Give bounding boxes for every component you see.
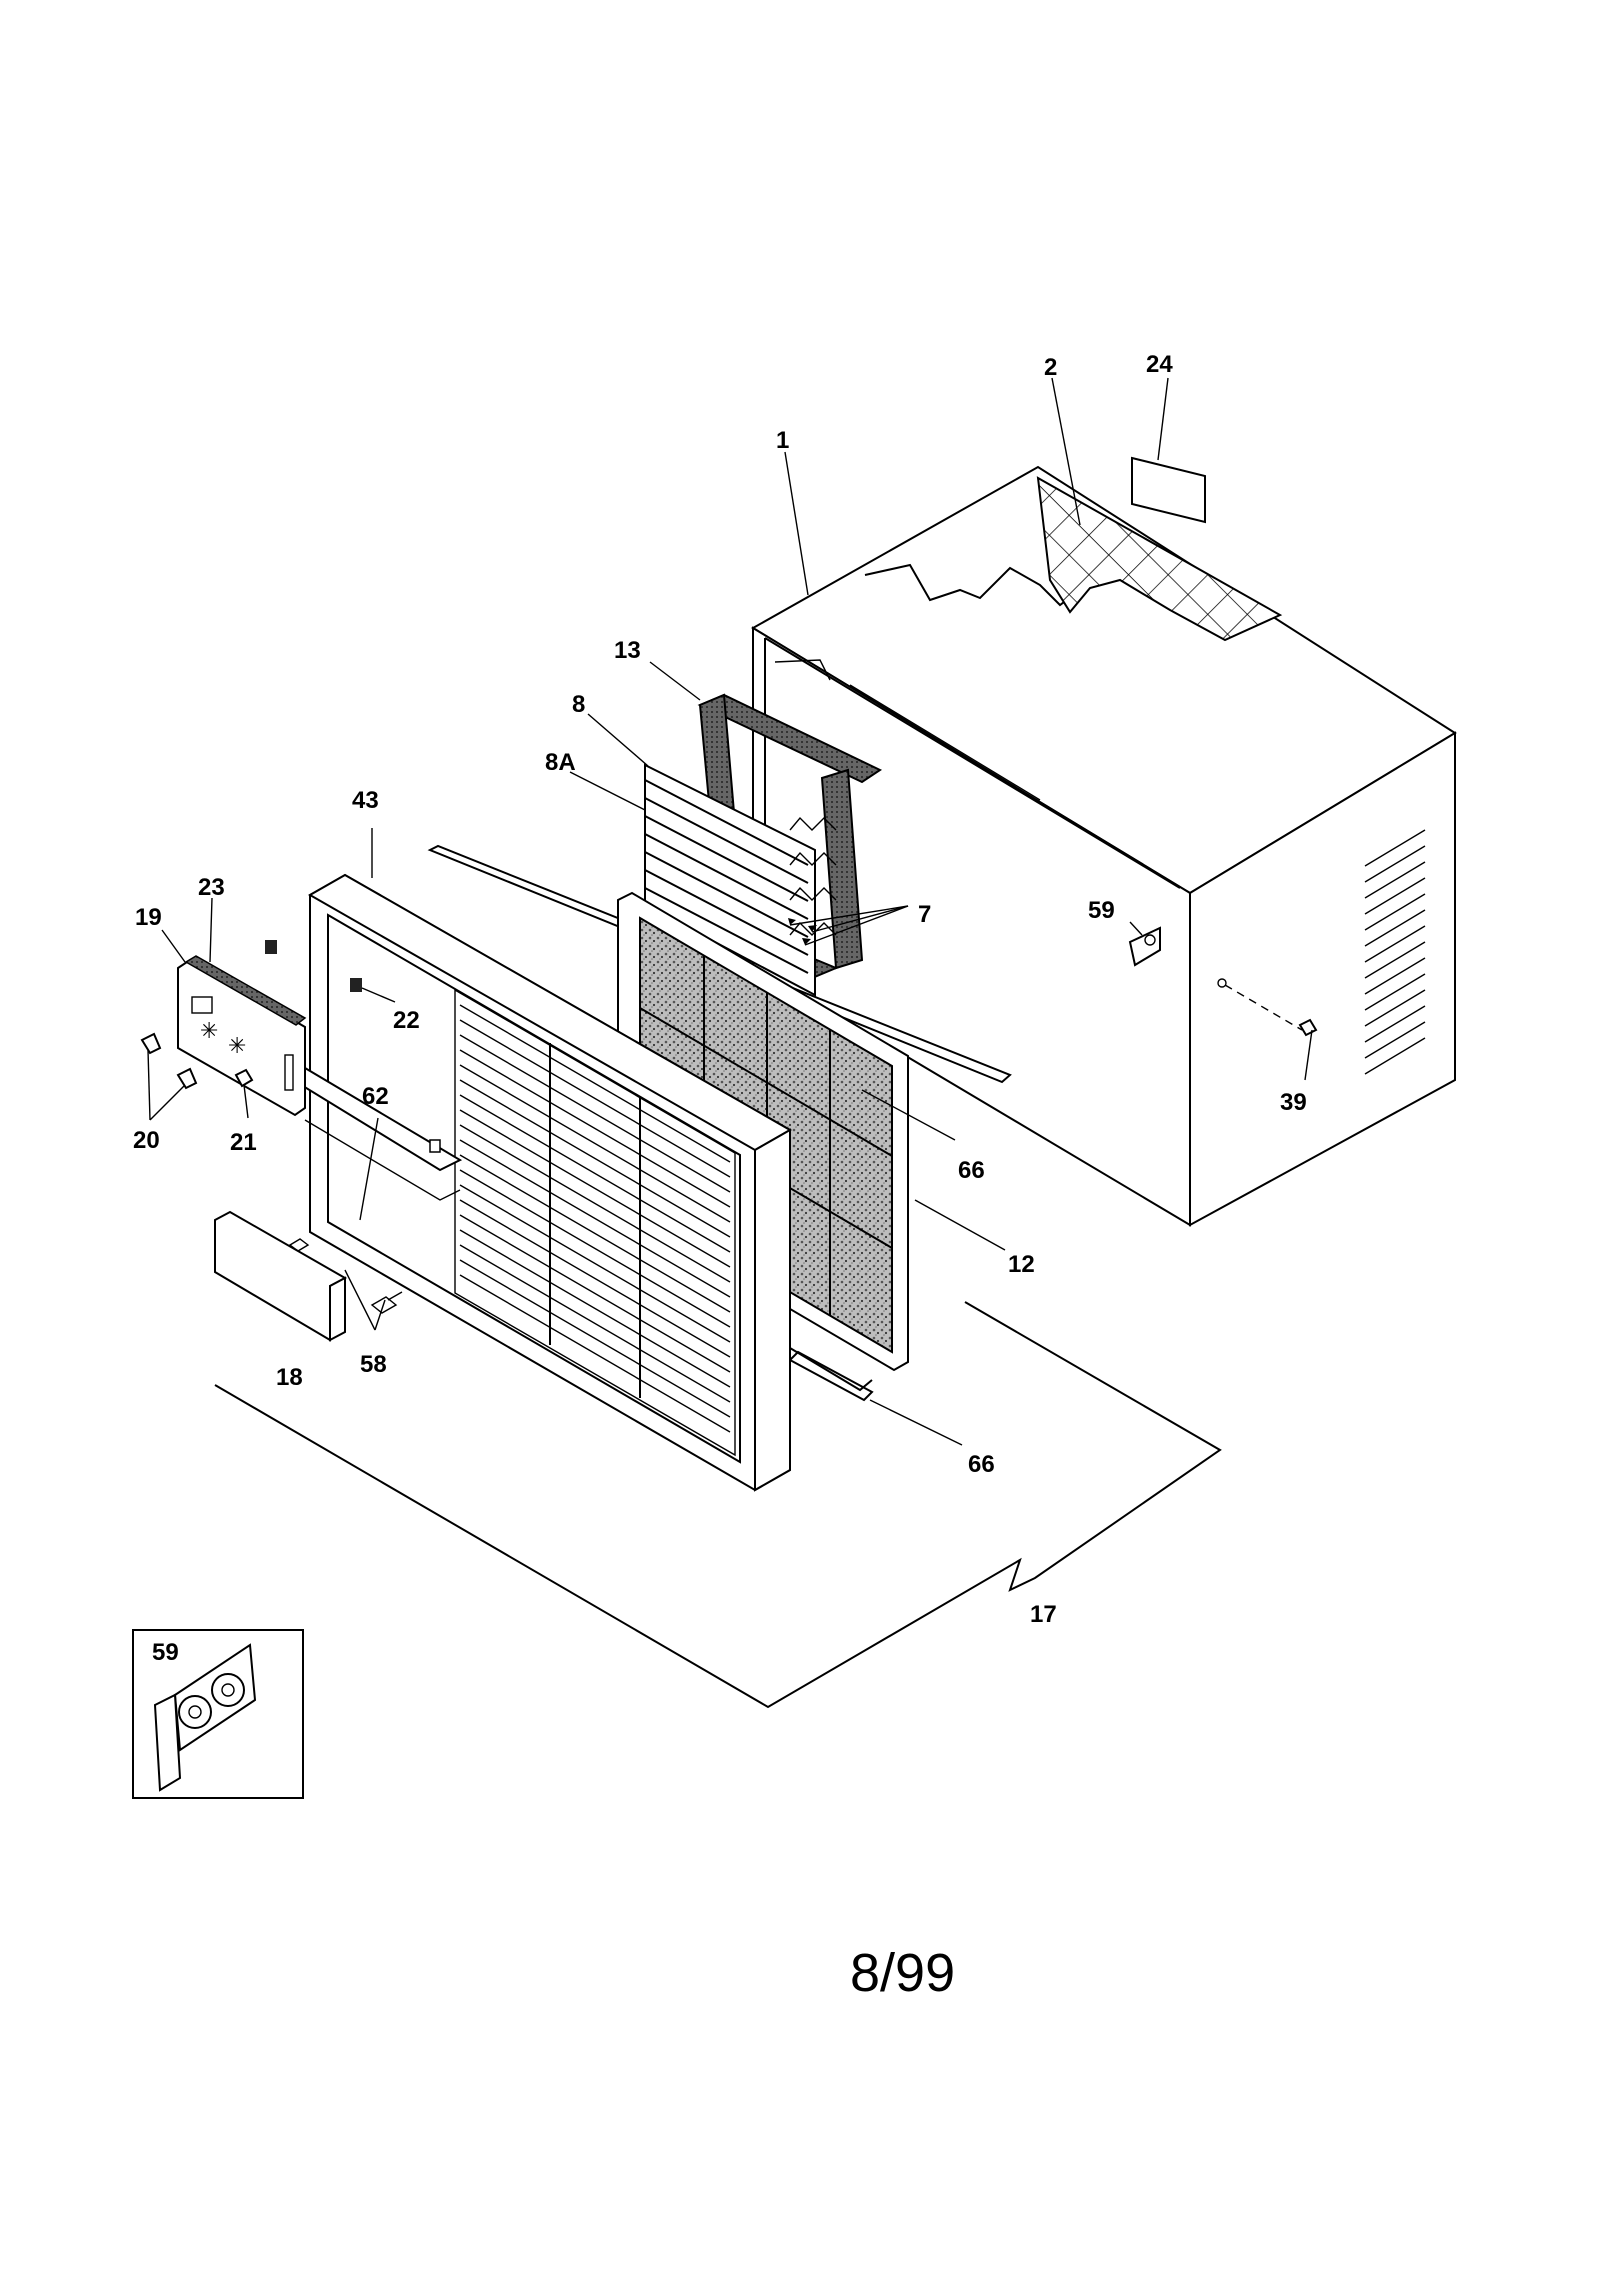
callout-7: 7 (918, 901, 931, 928)
callout-59: 59 (1088, 897, 1115, 924)
callout-20: 20 (133, 1127, 160, 1154)
detail-inset-59: 59 (132, 1629, 304, 1799)
page-number: 8/99 (850, 1943, 956, 2003)
knobs-20 (140, 1032, 198, 1090)
callout-39: 39 (1280, 1089, 1307, 1116)
callout-2: 2 (1044, 354, 1057, 381)
callout-8: 8 (572, 691, 585, 718)
inset-callout-59: 59 (152, 1639, 179, 1666)
callout-18: 18 (276, 1364, 303, 1391)
callout-24: 24 (1146, 351, 1173, 378)
arrowheads (788, 918, 817, 945)
callout-8a: 8A (545, 749, 576, 776)
knob-21 (234, 1068, 254, 1088)
side-louvers (1364, 829, 1426, 1075)
bracket-59 (1128, 926, 1161, 967)
callout-58: 58 (360, 1351, 387, 1378)
callout-19: 19 (135, 904, 162, 931)
callout-21: 21 (230, 1129, 257, 1156)
svg-text:✳: ✳ (228, 1034, 246, 1059)
evaporator-coil-8 (644, 763, 837, 997)
callout-13: 13 (614, 637, 641, 664)
carton-17 (214, 1301, 1222, 1709)
grille-louvers (459, 1004, 731, 1433)
callout-labels: 1 2 24 13 8 8A 43 23 19 7 59 22 62 21 20… (133, 351, 1307, 1628)
callout-66-lower: 66 (968, 1451, 995, 1478)
callout-66-upper: 66 (958, 1157, 985, 1184)
decal-24 (1131, 456, 1206, 524)
callout-22: 22 (393, 1007, 420, 1034)
callout-17: 17 (1030, 1601, 1057, 1628)
control-panel-19: ✳ ✳ (177, 940, 307, 1117)
callout-1: 1 (776, 427, 789, 454)
access-door-18 (214, 1210, 348, 1342)
knob-22 (350, 978, 362, 992)
svg-text:✳: ✳ (200, 1019, 218, 1044)
leader-lines (147, 377, 1313, 1446)
clips-58 (370, 1291, 403, 1314)
callout-12: 12 (1008, 1251, 1035, 1278)
insulation-2 (1036, 476, 1283, 642)
rail-66-lower (788, 1350, 874, 1402)
callout-62: 62 (362, 1083, 389, 1110)
callout-23: 23 (198, 874, 225, 901)
front-grille-43 (282, 873, 793, 1492)
callout-43: 43 (352, 787, 379, 814)
